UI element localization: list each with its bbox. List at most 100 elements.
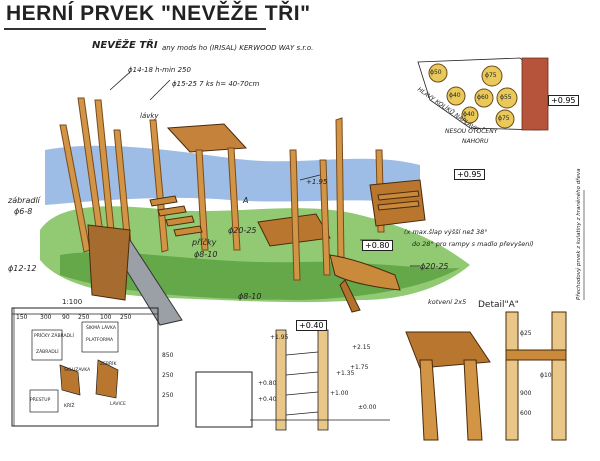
section-level: +1.00 xyxy=(330,390,349,397)
plan-label: KŘÍŽ xyxy=(64,404,75,409)
stair-step xyxy=(377,200,420,211)
post xyxy=(149,119,169,253)
circle-label: ϕ50 xyxy=(430,69,442,76)
plan-frame xyxy=(11,307,159,427)
plan-platform xyxy=(81,321,119,353)
log-circle xyxy=(496,87,518,109)
leader-line xyxy=(109,71,131,91)
brick-wall xyxy=(521,57,549,131)
sketch-subtitle: NEVĚŽE TŘI xyxy=(92,40,158,51)
level-box: +0.80 xyxy=(362,240,393,251)
plan-dim-side: 850 xyxy=(162,352,174,359)
plan-dim: 90 xyxy=(62,314,70,321)
section-level: +2.15 xyxy=(352,344,371,351)
plan-platform xyxy=(31,329,63,361)
detail-post xyxy=(419,359,439,441)
annotation-pricky-dim: ϕ8-10 xyxy=(194,250,218,259)
bridge-plank xyxy=(149,195,178,207)
plan-label: PŘESTUP xyxy=(30,398,51,403)
plan-dim: 300 xyxy=(40,314,52,321)
annotation-zabradli: zábradlí xyxy=(8,196,40,205)
section-rung xyxy=(285,371,319,376)
detail-post xyxy=(505,311,519,441)
annotation-ramp-note: do 28° pro rampy s madlo převyšení) xyxy=(412,240,534,248)
plan-dim: 250 xyxy=(120,314,132,321)
annotation-kotveni: kotvení 2x5 xyxy=(428,298,467,306)
plan-label: SKLUZAVKA xyxy=(64,368,91,373)
annotation-lavky: lávky xyxy=(140,112,159,120)
annotation-d12: ϕ12-12 xyxy=(8,264,37,273)
circle-label: ϕ60 xyxy=(477,94,489,101)
plan-label: LAVICE xyxy=(110,402,126,407)
log-circle xyxy=(481,65,503,87)
leader-line xyxy=(149,79,171,101)
section-level: +1.95 xyxy=(270,334,289,341)
stair-step xyxy=(377,190,420,201)
rim-note-3: NAHORU xyxy=(462,138,489,145)
plan-slide xyxy=(95,359,119,399)
page-title: HERNÍ PRVEK "NEVĚŽE TŘI" xyxy=(6,2,311,25)
plan-dim: 150 xyxy=(16,314,28,321)
side-note: Přechodový prvek z kulatiny z hraněného … xyxy=(576,168,582,300)
plan-dim: 100 xyxy=(100,314,112,321)
annotation-zabradli-dim: ϕ6-8 xyxy=(14,207,33,216)
plan-platform xyxy=(29,389,59,413)
annotation-post-size: ϕ14-18 h-min 250 xyxy=(128,66,191,74)
log-circle xyxy=(461,106,479,124)
post xyxy=(335,117,345,261)
post xyxy=(289,149,301,281)
post xyxy=(319,159,331,276)
log-circle xyxy=(446,86,466,106)
annotation-d20b: ϕ20-25 xyxy=(420,262,449,271)
detail-dim: 600 xyxy=(520,410,532,417)
detail-a-label: Detail"A" xyxy=(478,300,519,310)
detail-post xyxy=(463,359,483,441)
section-rung xyxy=(285,351,319,356)
section-post xyxy=(275,329,287,431)
circle-label: ϕ75 xyxy=(485,72,497,79)
plan-dim-side: 250 xyxy=(162,372,174,379)
post xyxy=(227,147,241,251)
log-root xyxy=(339,279,361,313)
roof-platform xyxy=(166,123,248,153)
detail-dim: 900 xyxy=(520,390,532,397)
log-circle xyxy=(495,109,515,129)
plan-label: PŘÍČKY ZÁBRADLÍ xyxy=(34,334,74,339)
annotation-max-slope: (x max.šlap výšší než 38° xyxy=(404,228,488,236)
level-label: +1.95 xyxy=(306,178,328,186)
circle-label: ϕ40 xyxy=(449,92,461,99)
log xyxy=(329,254,401,291)
slide-platform xyxy=(87,224,131,301)
level-box: +0.95 xyxy=(548,95,579,106)
section-level: +0.80 xyxy=(258,380,277,387)
plan-label: ŠIKMÁ LÁVKA xyxy=(86,326,116,331)
section-rung xyxy=(285,391,319,396)
sketch-subtitle-note: any mods ho (IRISAL) KERWOOD WAY s.r.o. xyxy=(162,44,314,52)
plan-dim-side: 250 xyxy=(162,392,174,399)
log-circle xyxy=(428,63,448,83)
section-post xyxy=(317,329,329,431)
circle-label: ϕ75 xyxy=(498,115,510,122)
detail-beam xyxy=(505,349,567,361)
bridge-plank xyxy=(173,225,203,237)
marker-a: A xyxy=(243,196,249,205)
annotation-pricky: příčky xyxy=(192,238,217,247)
plan-label: ZEBŘÍK xyxy=(100,362,117,367)
bridge-plank xyxy=(157,205,187,217)
annotation-d20: ϕ20-25 xyxy=(228,226,257,235)
plan-scale: 1:100 xyxy=(62,298,83,306)
title-underline xyxy=(4,28,266,30)
detail-platform xyxy=(405,331,491,369)
section-level: +1.35 xyxy=(336,370,355,377)
annotation-posts-height: ϕ15-25 7 ks h= 40-70cm xyxy=(172,80,260,88)
plan-label: PLATFORMA xyxy=(86,338,114,343)
section-level: +1.75 xyxy=(350,364,369,371)
level-box: +0.95 xyxy=(454,169,485,180)
log-circle xyxy=(474,88,494,108)
detail-post xyxy=(551,311,567,441)
rim-note-2: NESOU OTOČENY xyxy=(445,128,498,135)
leader-line xyxy=(299,174,321,181)
annotation-d8: ϕ8-10 xyxy=(238,292,262,301)
section-level: +0.40 xyxy=(258,396,277,403)
level-box: +0.40 xyxy=(296,320,327,331)
